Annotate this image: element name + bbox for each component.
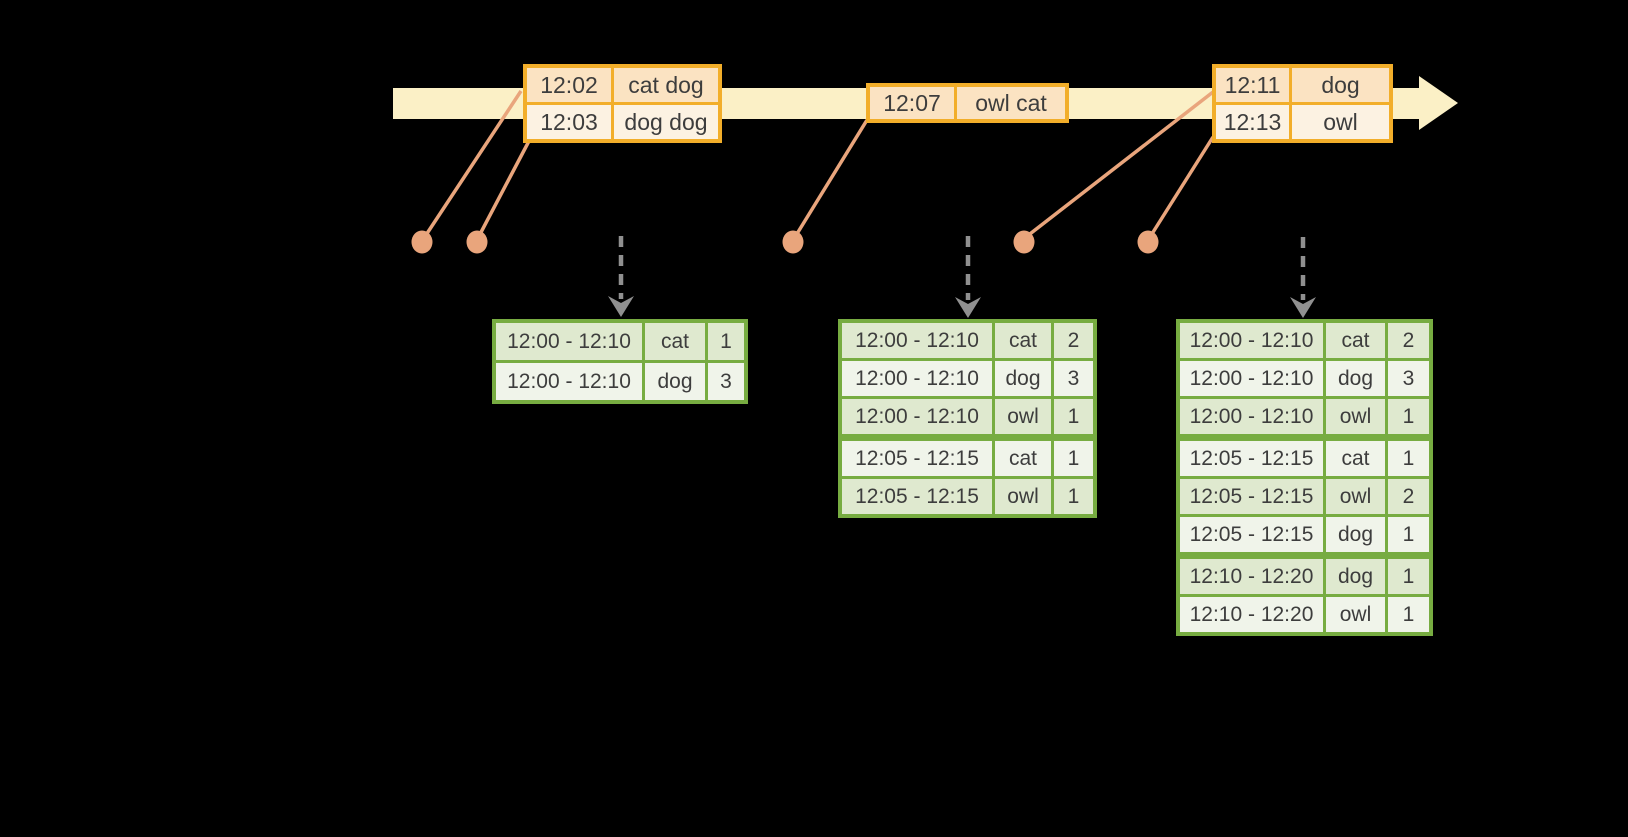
result-row: 12:05 - 12:15 dog 1 bbox=[1180, 517, 1429, 552]
result-row: 12:00 - 12:10 dog 3 bbox=[842, 361, 1093, 396]
trigger-arrowhead-icon bbox=[1290, 297, 1316, 318]
count-cell: 2 bbox=[1054, 323, 1093, 358]
event-time-cell: 12:03 bbox=[527, 105, 611, 139]
result-row: 12:00 - 12:10 cat 2 bbox=[1180, 323, 1429, 358]
event-marker-dot bbox=[411, 230, 433, 254]
word-cell: owl bbox=[995, 479, 1051, 514]
window-cell: 12:00 - 12:10 bbox=[842, 323, 992, 358]
count-cell: 1 bbox=[708, 323, 744, 360]
window-cell: 12:00 - 12:10 bbox=[496, 323, 642, 360]
event-words-cell: owl bbox=[1292, 105, 1389, 139]
count-cell: 3 bbox=[708, 363, 744, 400]
window-cell: 12:00 - 12:10 bbox=[842, 399, 992, 434]
event-time-cell: 12:02 bbox=[527, 68, 611, 102]
result-row: 12:00 - 12:10 dog 3 bbox=[496, 363, 744, 400]
window-cell: 12:05 - 12:15 bbox=[842, 441, 992, 476]
word-cell: cat bbox=[995, 323, 1051, 358]
count-cell: 1 bbox=[1054, 479, 1093, 514]
result-row: 12:00 - 12:10 cat 2 bbox=[842, 323, 1093, 358]
count-cell: 1 bbox=[1388, 517, 1429, 552]
result-table-2: 12:00 - 12:10 cat 2 12:00 - 12:10 dog 3 … bbox=[838, 319, 1097, 518]
window-cell: 12:00 - 12:10 bbox=[1180, 399, 1323, 434]
event-time-cell: 12:07 bbox=[870, 87, 954, 119]
event-table-3: 12:11 dog 12:13 owl bbox=[1212, 64, 1393, 143]
result-row: 12:05 - 12:15 cat 1 bbox=[842, 441, 1093, 476]
window-cell: 12:05 - 12:15 bbox=[1180, 479, 1323, 514]
count-cell: 1 bbox=[1054, 399, 1093, 434]
word-cell: dog bbox=[995, 361, 1051, 396]
event-marker-dot bbox=[782, 230, 804, 254]
count-cell: 1 bbox=[1388, 559, 1429, 594]
count-cell: 1 bbox=[1388, 441, 1429, 476]
trigger-arrowhead-icon bbox=[955, 297, 981, 318]
word-cell: cat bbox=[645, 323, 705, 360]
count-cell: 3 bbox=[1054, 361, 1093, 396]
result-row: 12:00 - 12:10 dog 3 bbox=[1180, 361, 1429, 396]
event-table-1: 12:02 cat dog 12:03 dog dog bbox=[523, 64, 722, 143]
result-row: 12:05 - 12:15 owl 2 bbox=[1180, 479, 1429, 514]
connector-line bbox=[793, 119, 869, 238]
result-row: 12:05 - 12:15 owl 1 bbox=[842, 479, 1093, 514]
connector-line bbox=[1148, 136, 1215, 238]
event-words-cell: dog dog bbox=[614, 105, 718, 139]
result-row: 12:00 - 12:10 cat 1 bbox=[496, 323, 744, 360]
trigger-arrowhead-icon bbox=[608, 296, 634, 317]
result-row: 12:00 - 12:10 owl 1 bbox=[1180, 399, 1429, 434]
result-row: 12:00 - 12:10 owl 1 bbox=[842, 399, 1093, 434]
event-time-cell: 12:13 bbox=[1216, 105, 1289, 139]
window-cell: 12:05 - 12:15 bbox=[1180, 517, 1323, 552]
event-words-cell: cat dog bbox=[614, 68, 718, 102]
result-table-1: 12:00 - 12:10 cat 1 12:00 - 12:10 dog 3 bbox=[492, 319, 748, 404]
word-cell: cat bbox=[1326, 441, 1385, 476]
event-words-cell: dog bbox=[1292, 68, 1389, 102]
event-time-cell: 12:11 bbox=[1216, 68, 1289, 102]
word-cell: owl bbox=[1326, 479, 1385, 514]
timeline-arrowhead-icon bbox=[1419, 76, 1458, 130]
window-cell: 12:10 - 12:20 bbox=[1180, 559, 1323, 594]
event-marker-dot bbox=[466, 230, 488, 254]
count-cell: 2 bbox=[1388, 479, 1429, 514]
word-cell: dog bbox=[1326, 559, 1385, 594]
event-table-2: 12:07 owl cat bbox=[866, 83, 1069, 123]
count-cell: 3 bbox=[1388, 361, 1429, 396]
count-cell: 2 bbox=[1388, 323, 1429, 358]
word-cell: cat bbox=[995, 441, 1051, 476]
word-cell: owl bbox=[1326, 597, 1385, 632]
word-cell: owl bbox=[995, 399, 1051, 434]
word-cell: dog bbox=[1326, 361, 1385, 396]
count-cell: 1 bbox=[1388, 399, 1429, 434]
word-cell: dog bbox=[645, 363, 705, 400]
count-cell: 1 bbox=[1388, 597, 1429, 632]
connector-line bbox=[476, 140, 531, 239]
result-table-3: 12:00 - 12:10 cat 2 12:00 - 12:10 dog 3 … bbox=[1176, 319, 1433, 636]
window-cell: 12:00 - 12:10 bbox=[496, 363, 642, 400]
connector-line bbox=[1024, 90, 1215, 239]
result-row: 12:05 - 12:15 cat 1 bbox=[1180, 441, 1429, 476]
event-marker-dot bbox=[1013, 230, 1035, 254]
count-cell: 1 bbox=[1054, 441, 1093, 476]
event-words-cell: owl cat bbox=[957, 87, 1065, 119]
word-cell: dog bbox=[1326, 517, 1385, 552]
connector-line bbox=[422, 90, 523, 239]
window-cell: 12:05 - 12:15 bbox=[1180, 441, 1323, 476]
result-row: 12:10 - 12:20 dog 1 bbox=[1180, 559, 1429, 594]
window-cell: 12:00 - 12:10 bbox=[1180, 361, 1323, 396]
window-cell: 12:05 - 12:15 bbox=[842, 479, 992, 514]
word-cell: owl bbox=[1326, 399, 1385, 434]
result-row: 12:10 - 12:20 owl 1 bbox=[1180, 597, 1429, 632]
window-cell: 12:00 - 12:10 bbox=[842, 361, 992, 396]
word-cell: cat bbox=[1326, 323, 1385, 358]
event-marker-dot bbox=[1137, 230, 1159, 254]
window-cell: 12:00 - 12:10 bbox=[1180, 323, 1323, 358]
window-cell: 12:10 - 12:20 bbox=[1180, 597, 1323, 632]
